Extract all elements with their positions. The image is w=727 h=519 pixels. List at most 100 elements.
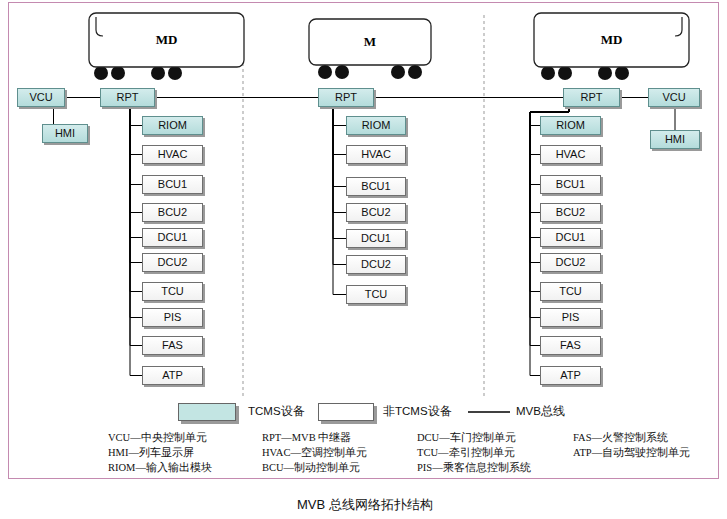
mvb-connector	[333, 107, 346, 239]
abbreviation-note: RIOM—输入输出模块	[108, 462, 212, 475]
device-label: RPT	[335, 91, 357, 103]
car-body: M	[308, 18, 432, 66]
device-label: VCU	[662, 91, 685, 103]
device-box: RPT	[100, 88, 155, 107]
device-label: PIS	[164, 311, 182, 323]
device-box: ATP	[142, 366, 203, 385]
mvb-connector	[333, 107, 346, 213]
mvb-connector	[374, 97, 563, 98]
device-label: DCU2	[158, 256, 188, 268]
abbreviation-note: FAS—火警控制系统	[573, 432, 668, 445]
device-label: BCU1	[158, 178, 187, 190]
device-label: RPT	[581, 91, 603, 103]
device-box: RPT	[563, 88, 620, 107]
device-box: PIS	[540, 308, 601, 327]
car-body: MD	[533, 12, 690, 68]
device-box: DCU2	[142, 253, 203, 272]
device-label: BCU2	[158, 206, 187, 218]
device-label: DCU2	[556, 256, 586, 268]
legend-swatch	[318, 403, 374, 421]
device-box: VCU	[17, 88, 65, 107]
abbreviation-note: HVAC—空调控制单元	[262, 447, 367, 460]
device-label: HVAC	[361, 148, 391, 160]
device-box: RIOM	[540, 116, 601, 135]
legend-line-sample	[468, 411, 510, 413]
device-box: RIOM	[346, 116, 406, 135]
device-label: ATP	[560, 369, 581, 381]
mvb-connector	[130, 107, 142, 318]
device-box: BCU2	[540, 203, 601, 222]
device-box: DCU1	[346, 229, 406, 248]
device-label: HVAC	[158, 148, 188, 160]
device-box: BCU1	[346, 177, 406, 196]
device-box: BCU2	[142, 203, 203, 222]
device-box: DCU2	[346, 255, 406, 274]
mvb-connector	[675, 107, 676, 130]
device-label: BCU1	[361, 180, 390, 192]
abbreviation-note: PIS—乘客信息控制系统	[417, 462, 531, 475]
mvb-connector	[620, 97, 648, 98]
mvb-connector	[130, 107, 142, 155]
mvb-connector	[333, 107, 346, 265]
mvb-connector	[130, 107, 142, 292]
device-box: RIOM	[142, 116, 203, 135]
device-label: RIOM	[362, 119, 391, 131]
device-label: TCU	[559, 285, 582, 297]
car-label: M	[364, 34, 376, 50]
device-label: PIS	[562, 311, 580, 323]
mvb-connector	[130, 107, 142, 126]
device-label: TCU	[365, 288, 388, 300]
legend-text: MVB总线	[516, 404, 565, 419]
car-divider	[484, 15, 485, 396]
device-label: BCU2	[361, 206, 390, 218]
device-box: TCU	[346, 285, 406, 304]
device-box: VCU	[648, 88, 700, 107]
device-box: TCU	[142, 282, 203, 301]
device-box: PIS	[142, 308, 203, 327]
mvb-connector	[130, 107, 142, 346]
car-label: MD	[156, 32, 178, 48]
device-label: RIOM	[556, 119, 585, 131]
device-label: DCU1	[158, 231, 188, 243]
device-label: VCU	[29, 91, 52, 103]
mvb-connector	[333, 107, 346, 187]
device-label: TCU	[161, 285, 184, 297]
device-box: FAS	[142, 336, 203, 355]
frame	[9, 3, 719, 479]
device-box: BCU1	[142, 175, 203, 194]
car-body: MD	[88, 12, 245, 68]
mvb-connector	[130, 107, 142, 263]
abbreviation-note: TCU—牵引控制单元	[417, 447, 515, 460]
figure-caption: MVB 总线网络拓扑结构	[297, 496, 433, 514]
mvb-connector	[333, 107, 346, 155]
mvb-connector	[130, 107, 142, 213]
device-box: HVAC	[346, 145, 406, 164]
device-label: RPT	[117, 91, 139, 103]
device-label: HMI	[55, 127, 75, 139]
abbreviation-note: ATP—自动驾驶控制单元	[573, 447, 690, 460]
device-box: HMI	[650, 130, 700, 149]
abbreviation-note: DCU—车门控制单元	[417, 432, 516, 445]
device-box: DCU1	[540, 228, 601, 247]
mvb-connector	[333, 107, 346, 126]
device-box: HMI	[42, 124, 88, 143]
device-box: ATP	[540, 366, 601, 385]
abbreviation-note: RPT—MVB 中继器	[262, 432, 351, 445]
device-box: BCU2	[346, 203, 406, 222]
device-box: RPT	[318, 88, 374, 107]
device-label: BCU1	[556, 178, 585, 190]
mvb-connector	[130, 107, 142, 238]
legend-text: TCMS设备	[248, 404, 305, 419]
mvb-connector	[130, 107, 142, 376]
device-label: RIOM	[158, 119, 187, 131]
device-label: DCU1	[556, 231, 586, 243]
device-box: DCU2	[540, 253, 601, 272]
device-label: DCU1	[361, 232, 391, 244]
device-label: DCU2	[361, 258, 391, 270]
device-box: DCU1	[142, 228, 203, 247]
device-box: BCU1	[540, 175, 601, 194]
abbreviation-note: HMI—列车显示屏	[108, 447, 194, 460]
device-label: HVAC	[556, 148, 586, 160]
device-box: HVAC	[540, 145, 601, 164]
mvb-connector	[130, 107, 142, 185]
